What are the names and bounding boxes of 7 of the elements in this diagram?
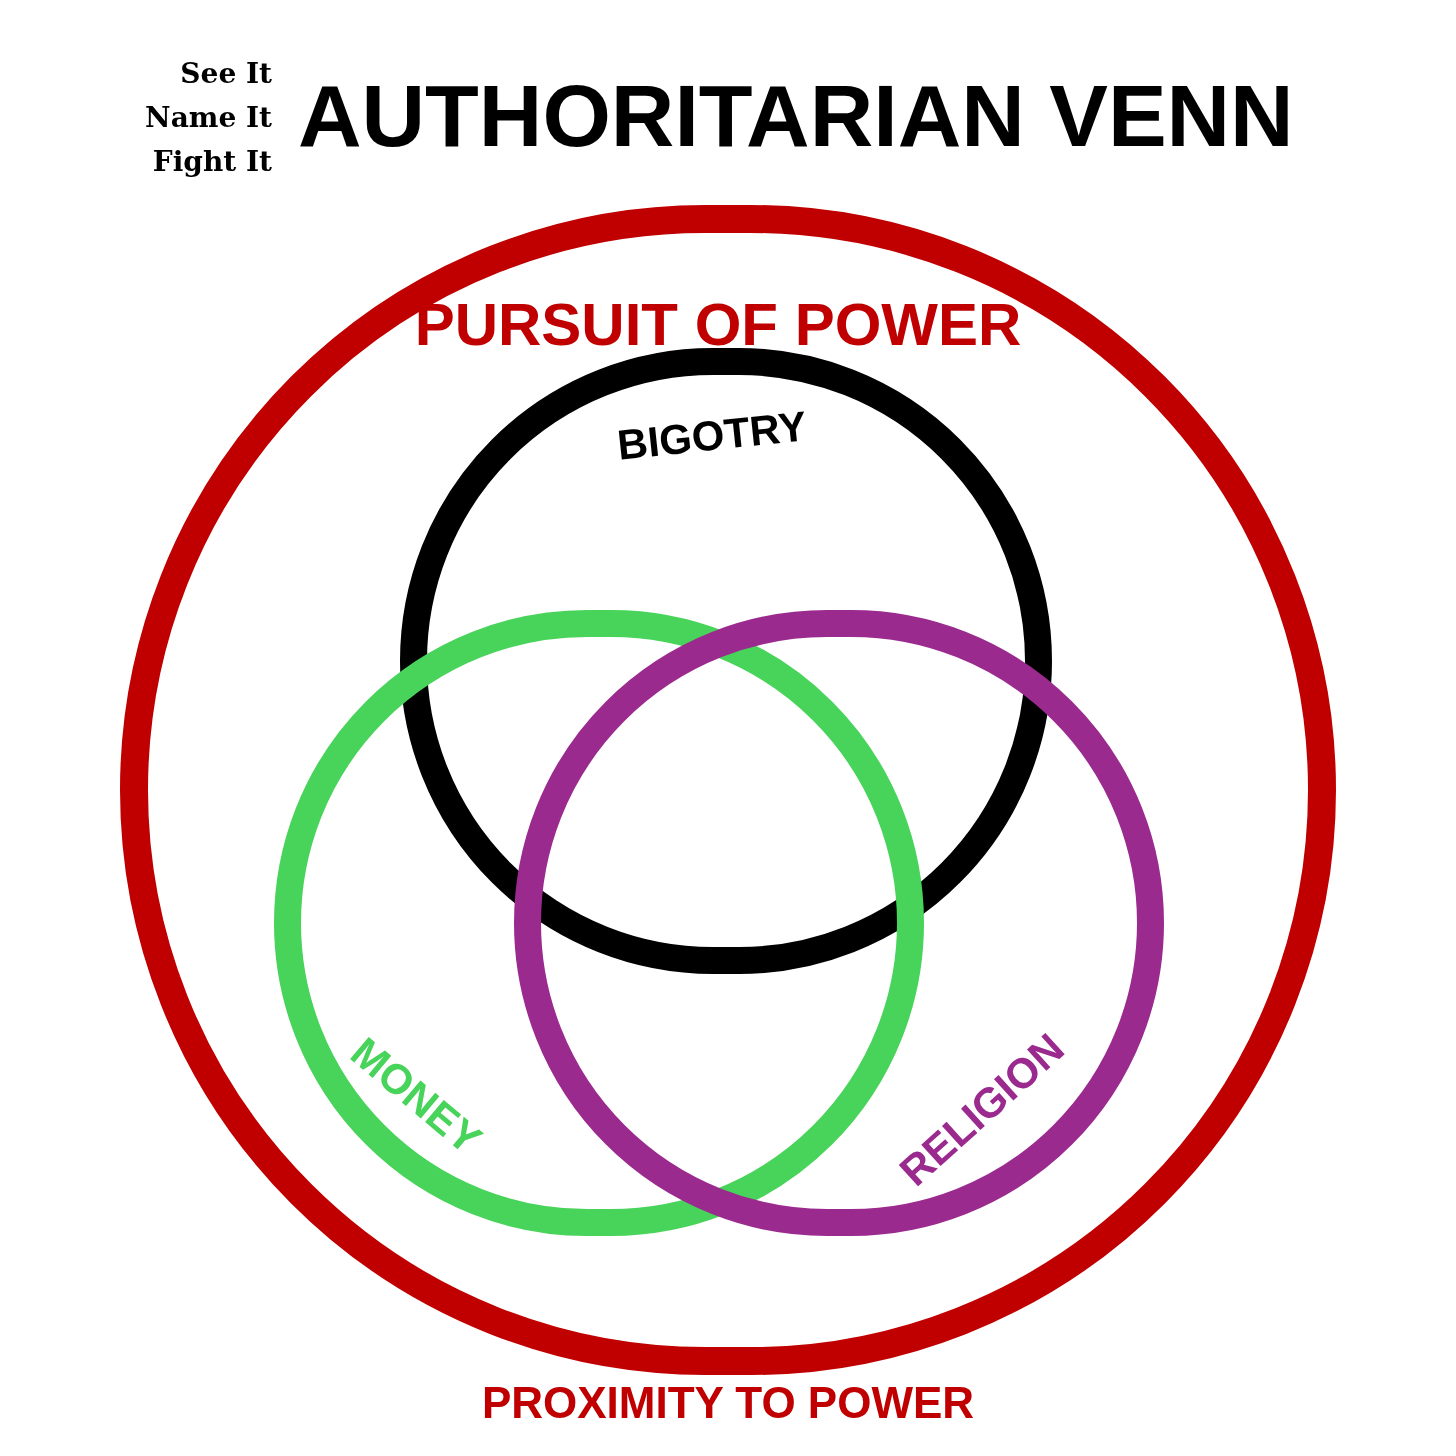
title: AUTHORITARIAN VENN (298, 72, 1294, 160)
circle-label: PURSUIT OF POWER (414, 295, 1022, 355)
slogan-line: Fight It (152, 144, 272, 180)
slogan-line: See It (180, 56, 272, 92)
slogan-line: Name It (145, 100, 272, 136)
circle-caption: PROXIMITY TO POWER (481, 1381, 975, 1425)
circle-label: BIGOTRY (615, 405, 809, 467)
